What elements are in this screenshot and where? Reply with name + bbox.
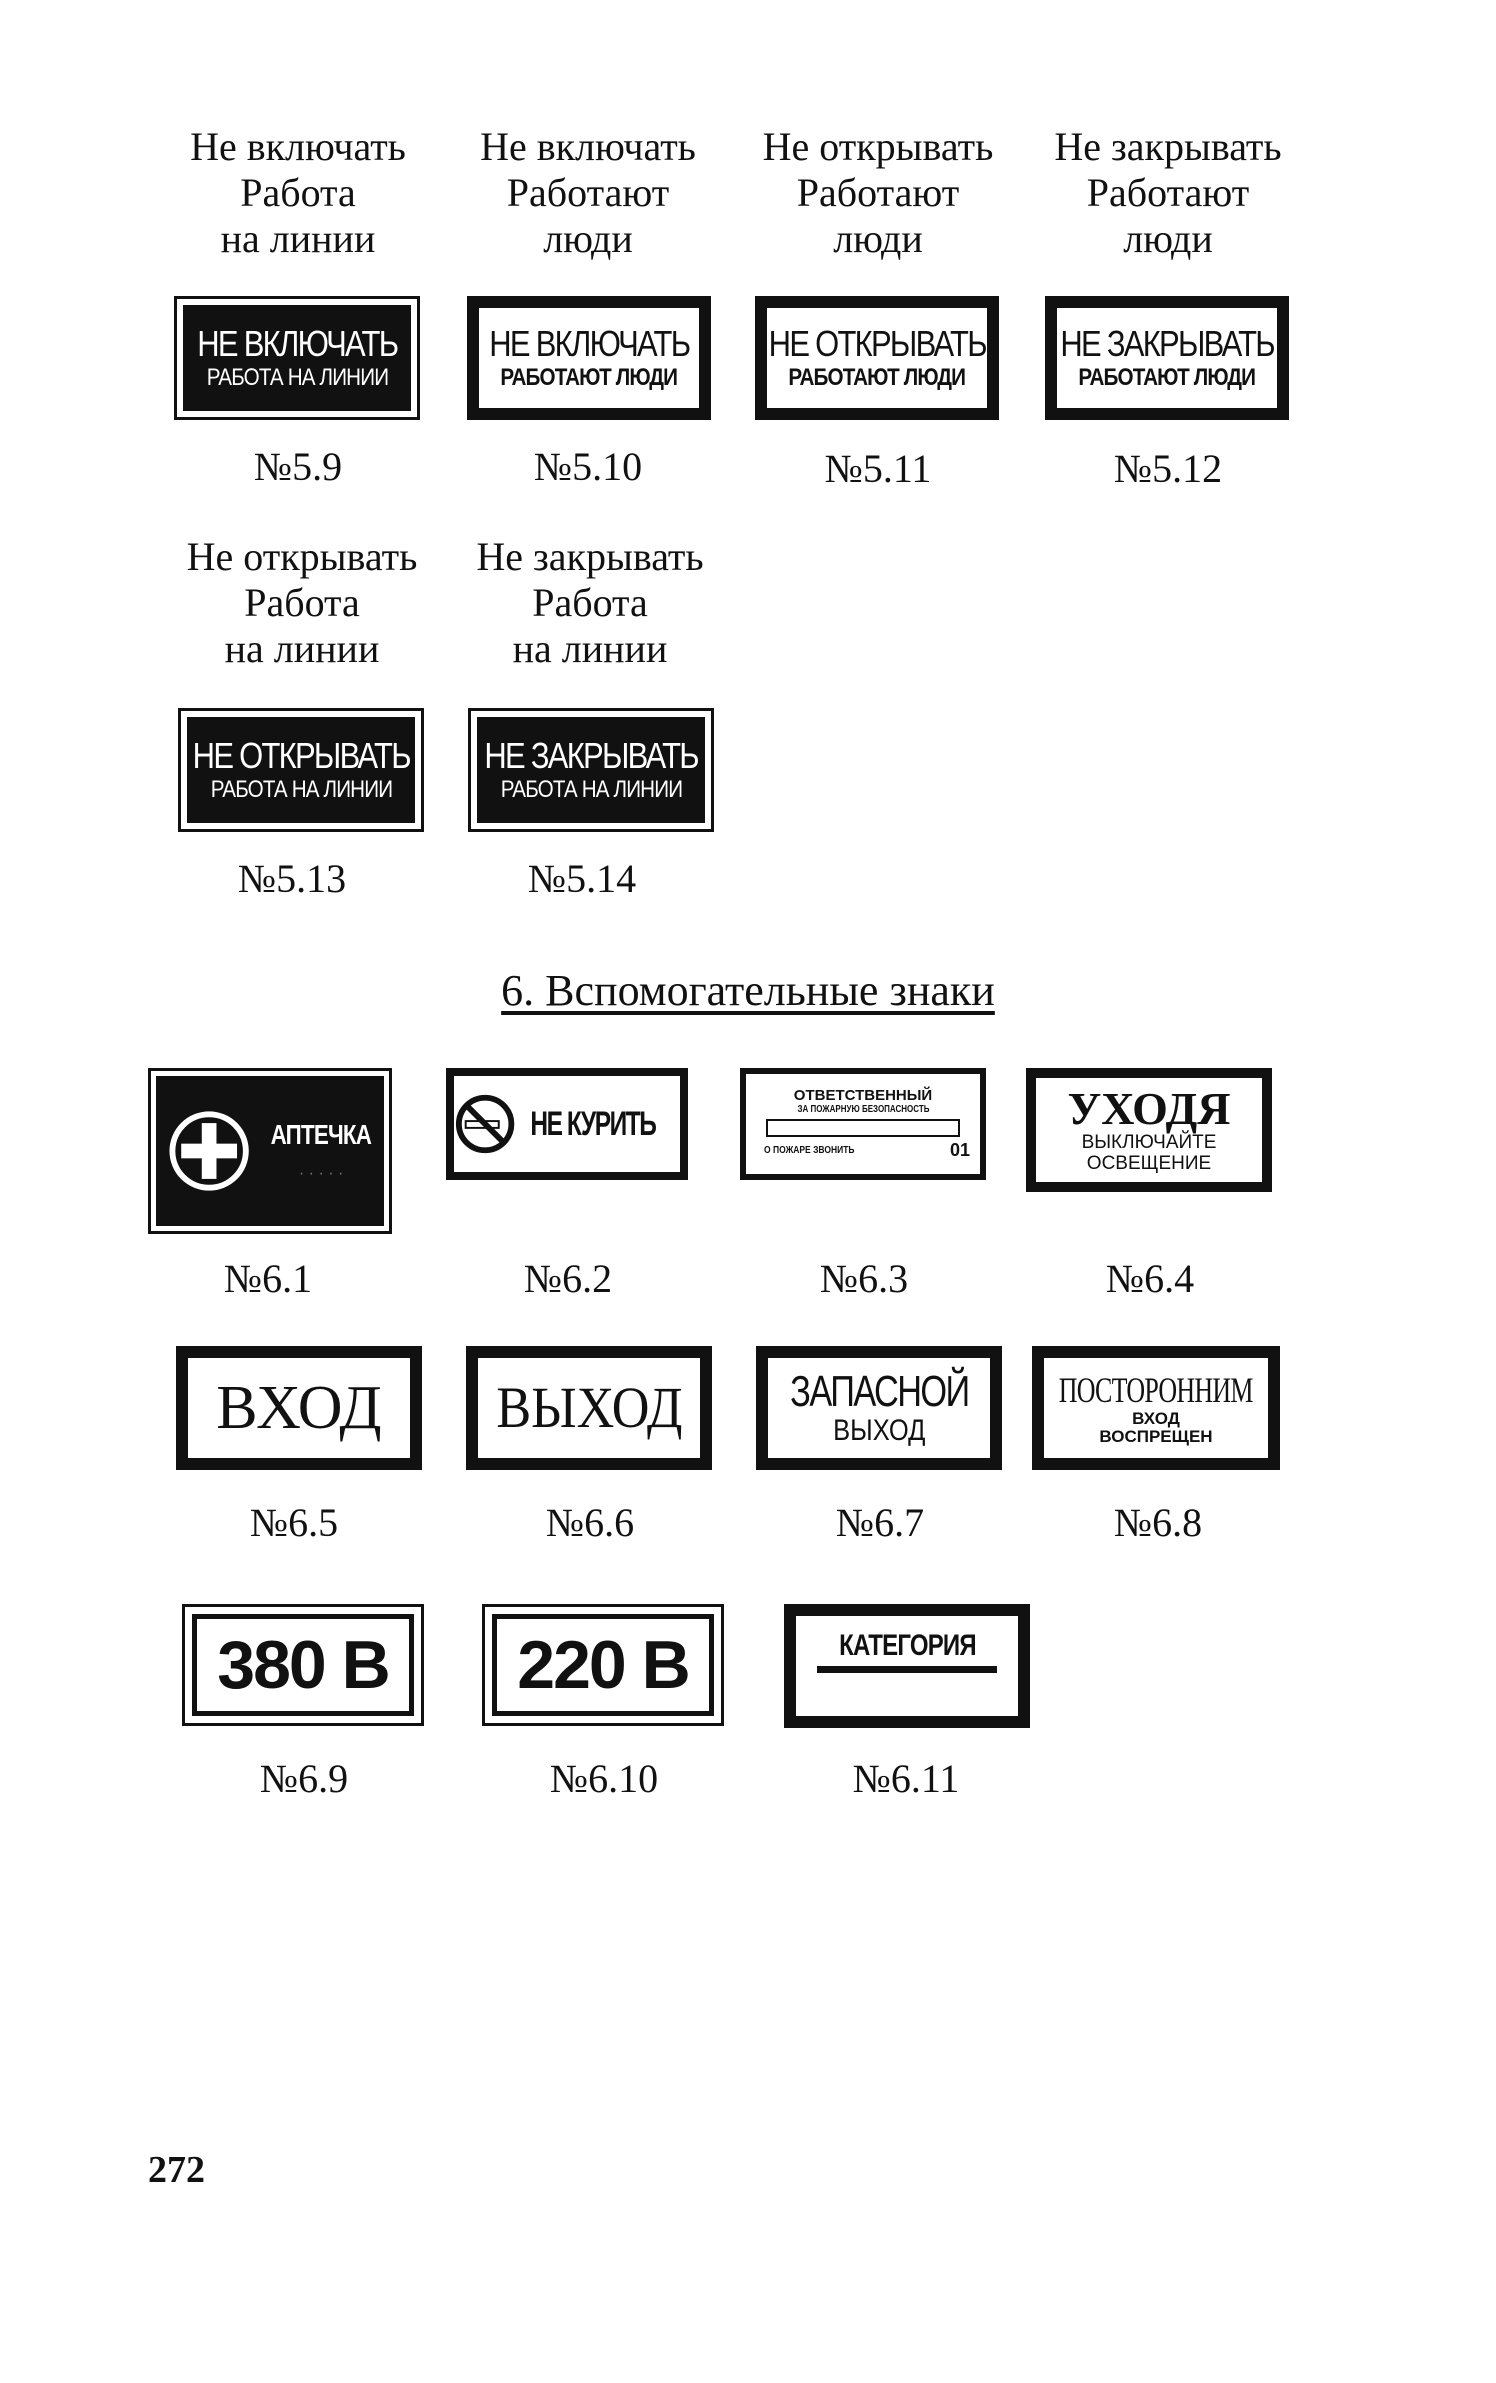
caption-5-11: Не открывать Работают люди — [762, 124, 994, 261]
sign-6-3: ОТВЕТСТВЕННЫЙ ЗА ПОЖАРНУЮ БЕЗОПАСНОСТЬ О… — [740, 1068, 986, 1180]
sign-6-4-line3: ОСВЕЩЕНИЕ — [1086, 1153, 1212, 1174]
sign-6-1: АПТЕЧКА · · · · · — [148, 1068, 392, 1234]
sign-5-14: НЕ ЗАКРЫВАТЬ РАБОТА НА ЛИНИИ — [468, 708, 714, 832]
sign-5-10-main: НЕ ВКЛЮЧАТЬ — [488, 323, 691, 364]
sign-6-3-line2: ЗА ПОЖАРНУЮ БЕЗОПАСНОСТЬ — [796, 1103, 929, 1115]
number-5-10: №5.10 — [533, 444, 643, 489]
caption-5-12: Не закрывать Работают люди — [1054, 124, 1282, 261]
sign-6-2: НЕ КУРИТЬ — [446, 1068, 688, 1180]
sign-5-12-sub: РАБОТАЮТ ЛЮДИ — [1078, 364, 1257, 391]
sign-5-14-sub: РАБОТА НА ЛИНИИ — [500, 776, 682, 803]
number-6-2: №6.2 — [523, 1256, 613, 1301]
number-6-4: №6.4 — [1105, 1256, 1195, 1301]
sign-5-12-main: НЕ ЗАКРЫВАТЬ — [1060, 323, 1275, 364]
sign-6-10-text: 220 В — [517, 1627, 690, 1703]
number-6-10: №6.10 — [549, 1756, 659, 1801]
sign-6-8: ПОСТОРОННИМ ВХОД ВОСПРЕЩЕН — [1032, 1346, 1280, 1470]
sign-6-9: 380 В — [182, 1604, 424, 1726]
caption-5-10: Не включать Работают люди — [480, 124, 696, 261]
sign-5-9-sub: РАБОТА НА ЛИНИИ — [206, 364, 388, 391]
sign-6-8-line1: ПОСТОРОННИМ — [1059, 1370, 1254, 1410]
number-5-13: №5.13 — [237, 856, 347, 901]
no-smoking-icon — [455, 1094, 515, 1154]
sign-6-11-smallprint — [817, 1666, 997, 1673]
sign-5-13-main: НЕ ОТКРЫВАТЬ — [192, 735, 411, 776]
sign-5-12: НЕ ЗАКРЫВАТЬ РАБОТАЮТ ЛЮДИ — [1045, 296, 1289, 420]
sign-5-9: НЕ ВКЛЮЧАТЬ РАБОТА НА ЛИНИИ — [174, 296, 420, 420]
section-title: 6. Вспомогательные знаки — [501, 966, 995, 1015]
sign-6-11-line1: КАТЕГОРИЯ — [838, 1629, 977, 1662]
sign-6-3-line3-end: 01 — [949, 1139, 970, 1160]
sign-6-1-dots: · · · · · — [298, 1165, 344, 1182]
number-6-9: №6.9 — [259, 1756, 349, 1801]
sign-5-11: НЕ ОТКРЫВАТЬ РАБОТАЮТ ЛЮДИ — [755, 296, 999, 420]
sign-6-2-text: НЕ КУРИТЬ — [530, 1104, 658, 1143]
sign-5-9-main: НЕ ВКЛЮЧАТЬ — [196, 323, 399, 364]
number-6-3: №6.3 — [819, 1256, 909, 1301]
number-5-12: №5.12 — [1113, 446, 1223, 491]
number-6-8: №6.8 — [1113, 1500, 1203, 1545]
sign-6-7: ЗАПАСНОЙ ВЫХОД — [756, 1346, 1002, 1470]
sign-5-13-sub: РАБОТА НА ЛИНИИ — [210, 776, 392, 803]
caption-5-9: Не включать Работа на линии — [190, 124, 406, 261]
sign-6-7-line1: ЗАПАСНОЙ — [789, 1367, 970, 1416]
number-6-5: №6.5 — [249, 1500, 339, 1545]
sign-6-4: УХОДЯ ВЫКЛЮЧАЙТЕ ОСВЕЩЕНИЕ — [1026, 1068, 1272, 1192]
first-aid-cross-icon — [169, 1111, 249, 1191]
sign-6-6: ВЫХОД — [466, 1346, 712, 1470]
sign-6-5: ВХОД — [176, 1346, 422, 1470]
sign-6-4-line1: УХОДЯ — [1067, 1083, 1231, 1134]
sign-5-13: НЕ ОТКРЫВАТЬ РАБОТА НА ЛИНИИ — [178, 708, 424, 832]
number-5-11: №5.11 — [824, 446, 932, 491]
number-5-14: №5.14 — [527, 856, 637, 901]
number-6-11: №6.11 — [852, 1756, 960, 1801]
sign-6-4-line2: ВЫКЛЮЧАЙТЕ — [1081, 1132, 1217, 1153]
sign-6-9-text: 380 В — [217, 1627, 390, 1703]
sign-6-3-line1: ОТВЕТСТВЕННЫЙ — [793, 1086, 933, 1104]
sign-5-11-main: НЕ ОТКРЫВАТЬ — [768, 323, 987, 364]
sign-5-14-main: НЕ ЗАКРЫВАТЬ — [484, 735, 699, 776]
sign-5-10-sub: РАБОТАЮТ ЛЮДИ — [500, 364, 679, 391]
sign-6-8-line2: ВХОД — [1132, 1409, 1180, 1428]
number-6-1: №6.1 — [223, 1256, 313, 1301]
sign-6-10: 220 В — [482, 1604, 724, 1726]
number-6-6: №6.6 — [545, 1500, 635, 1545]
sign-5-10: НЕ ВКЛЮЧАТЬ РАБОТАЮТ ЛЮДИ — [467, 296, 711, 420]
number-6-7: №6.7 — [835, 1500, 925, 1545]
sign-6-6-text: ВЫХОД — [495, 1375, 683, 1440]
sign-6-7-line2: ВЫХОД — [832, 1414, 926, 1447]
sign-6-3-blank — [766, 1118, 960, 1137]
sign-6-11: КАТЕГОРИЯ — [784, 1604, 1030, 1728]
page-number: 272 — [148, 2149, 205, 2191]
sign-6-8-line3: ВОСПРЕЩЕН — [1099, 1427, 1213, 1446]
caption-5-14: Не закрывать Работа на линии — [476, 534, 704, 671]
sign-5-11-sub: РАБОТАЮТ ЛЮДИ — [788, 364, 967, 391]
sign-6-3-line3: О ПОЖАРЕ ЗВОНИТЬ — [763, 1144, 855, 1156]
sign-6-1-text: АПТЕЧКА — [270, 1119, 372, 1150]
number-5-9: №5.9 — [253, 444, 343, 489]
caption-5-13: Не открывать Работа на линии — [186, 534, 418, 671]
sign-6-5-text: ВХОД — [216, 1374, 382, 1442]
